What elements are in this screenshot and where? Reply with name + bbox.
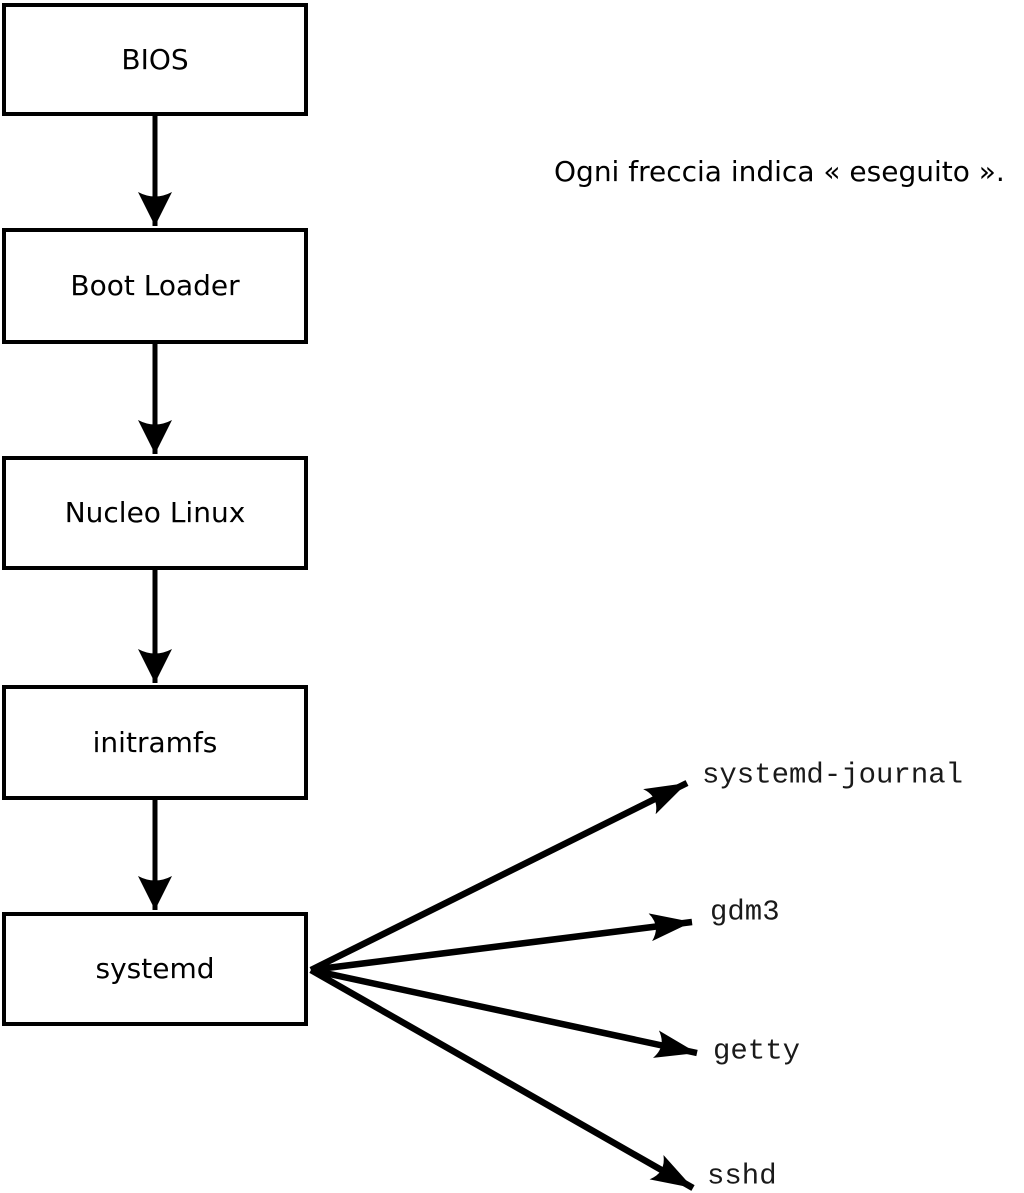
label-sshd: sshd bbox=[707, 1159, 777, 1193]
arrow-systemd-to-sshd bbox=[309, 967, 695, 1191]
arrow-systemd-to-getty bbox=[310, 966, 698, 1058]
node-systemd-label: systemd bbox=[95, 952, 215, 985]
label-gdm3: gdm3 bbox=[710, 895, 780, 929]
annotation-arrow-meaning: Ogni freccia indica « eseguito ». bbox=[554, 155, 1005, 188]
node-boot-loader: Boot Loader bbox=[2, 228, 308, 344]
label-systemd-journal: systemd-journal bbox=[702, 758, 964, 792]
arrow-systemd-to-gdm3 bbox=[310, 913, 693, 974]
node-initramfs-label: initramfs bbox=[92, 725, 218, 759]
arrow-systemd-to-systemd-journal bbox=[309, 780, 689, 973]
node-nucleo-linux: Nucleo Linux bbox=[2, 456, 308, 570]
node-bios-label: BIOS bbox=[121, 42, 189, 76]
node-boot-loader-label: Boot Loader bbox=[70, 269, 240, 302]
node-systemd: systemd bbox=[2, 912, 308, 1026]
node-nucleo-linux-label: Nucleo Linux bbox=[64, 496, 246, 529]
node-initramfs: initramfs bbox=[2, 685, 308, 800]
node-bios: BIOS bbox=[2, 3, 308, 116]
label-getty: getty bbox=[713, 1034, 801, 1068]
